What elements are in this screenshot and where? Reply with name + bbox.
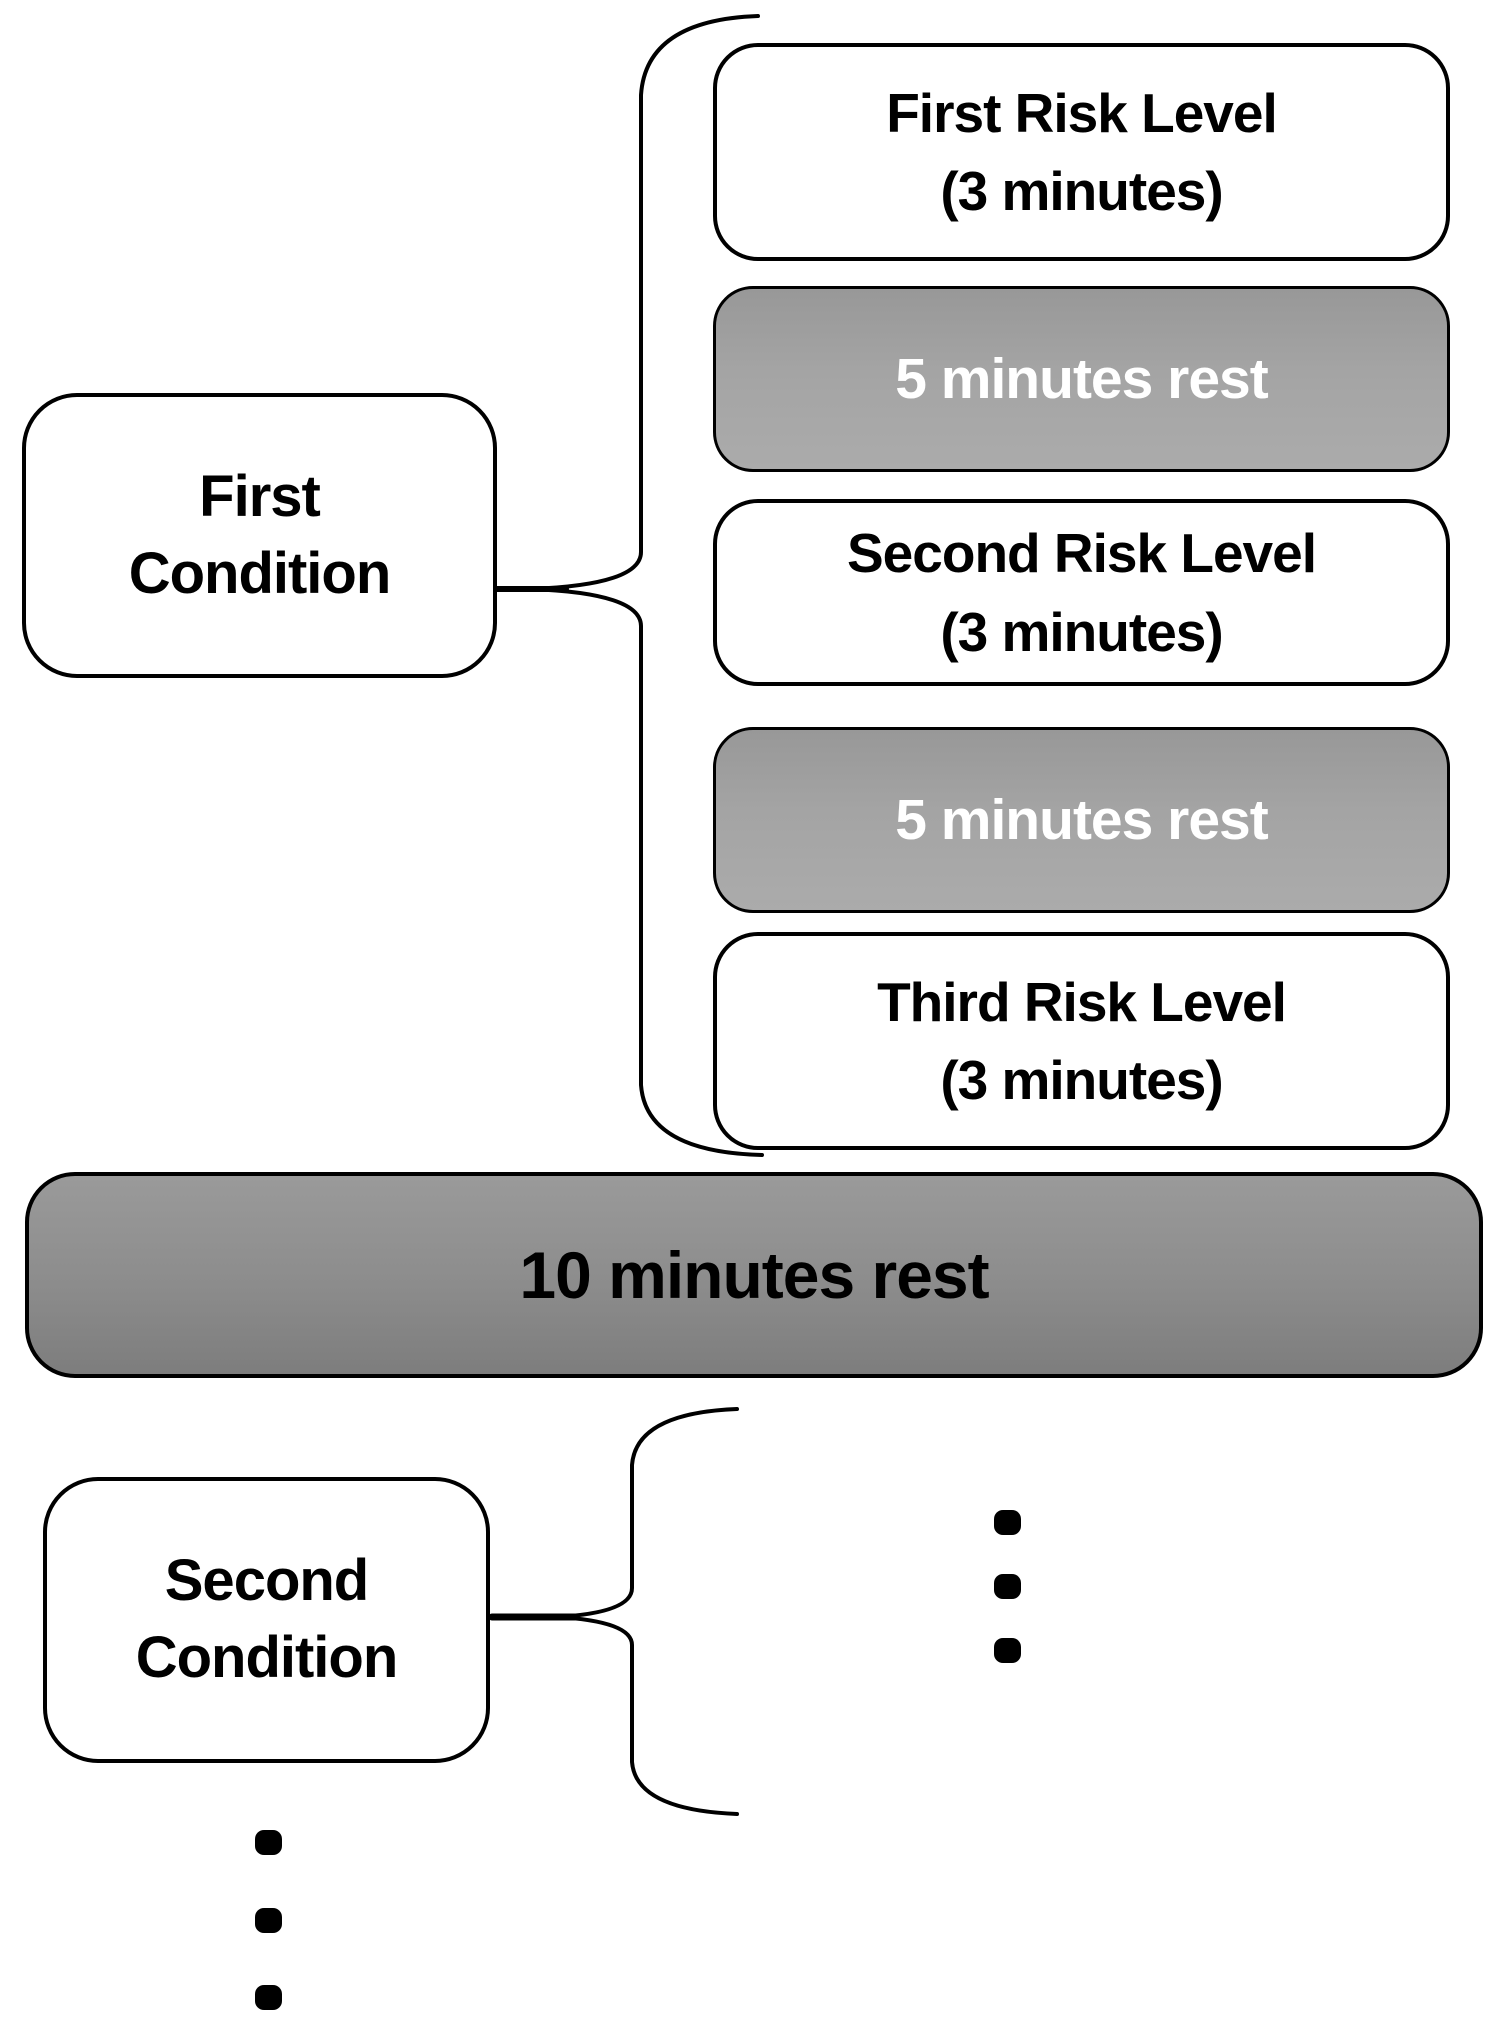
first-condition-box: First Condition <box>22 393 497 678</box>
ellipsis-dot <box>255 1830 282 1855</box>
first-condition-label-line1: First <box>199 463 321 529</box>
ten-minutes-rest-label: 10 minutes rest <box>519 1238 989 1312</box>
second-risk-level-box: Second Risk Level (3 minutes) <box>713 499 1450 686</box>
second-condition-brace <box>555 1407 739 1816</box>
third-risk-level-box: Third Risk Level (3 minutes) <box>713 932 1450 1150</box>
ellipsis-dot <box>994 1638 1021 1663</box>
second-risk-level-label: Second Risk Level <box>846 522 1317 585</box>
ellipsis-dot <box>255 1985 282 2010</box>
ten-minutes-rest-bar: 10 minutes rest <box>25 1172 1483 1378</box>
second-condition-label-line2: Condition <box>135 1625 399 1690</box>
first-condition-label-line2: Condition <box>128 540 392 606</box>
first-risk-level-box: First Risk Level (3 minutes) <box>713 43 1450 261</box>
first-risk-level-label: First Risk Level <box>886 81 1278 144</box>
third-risk-level-duration: (3 minutes) <box>940 1049 1223 1111</box>
ellipsis-dot <box>255 1907 282 1933</box>
five-minutes-rest-label-1: 5 minutes rest <box>895 347 1268 411</box>
five-minutes-rest-label-2: 5 minutes rest <box>895 788 1268 852</box>
second-condition-box: Second Condition <box>43 1477 490 1763</box>
continuation-ellipsis-left <box>255 1830 282 2010</box>
second-condition-label-line1: Second <box>164 1548 369 1614</box>
continuation-ellipsis-right <box>994 1510 1021 1663</box>
five-minutes-rest-box-2: 5 minutes rest <box>713 727 1450 913</box>
second-risk-level-duration: (3 minutes) <box>940 600 1223 663</box>
ellipsis-dot <box>994 1510 1021 1535</box>
ellipsis-dot <box>994 1574 1021 1599</box>
first-risk-level-duration: (3 minutes) <box>940 160 1223 222</box>
five-minutes-rest-box-1: 5 minutes rest <box>713 286 1450 472</box>
third-risk-level-label: Third Risk Level <box>877 970 1287 1033</box>
